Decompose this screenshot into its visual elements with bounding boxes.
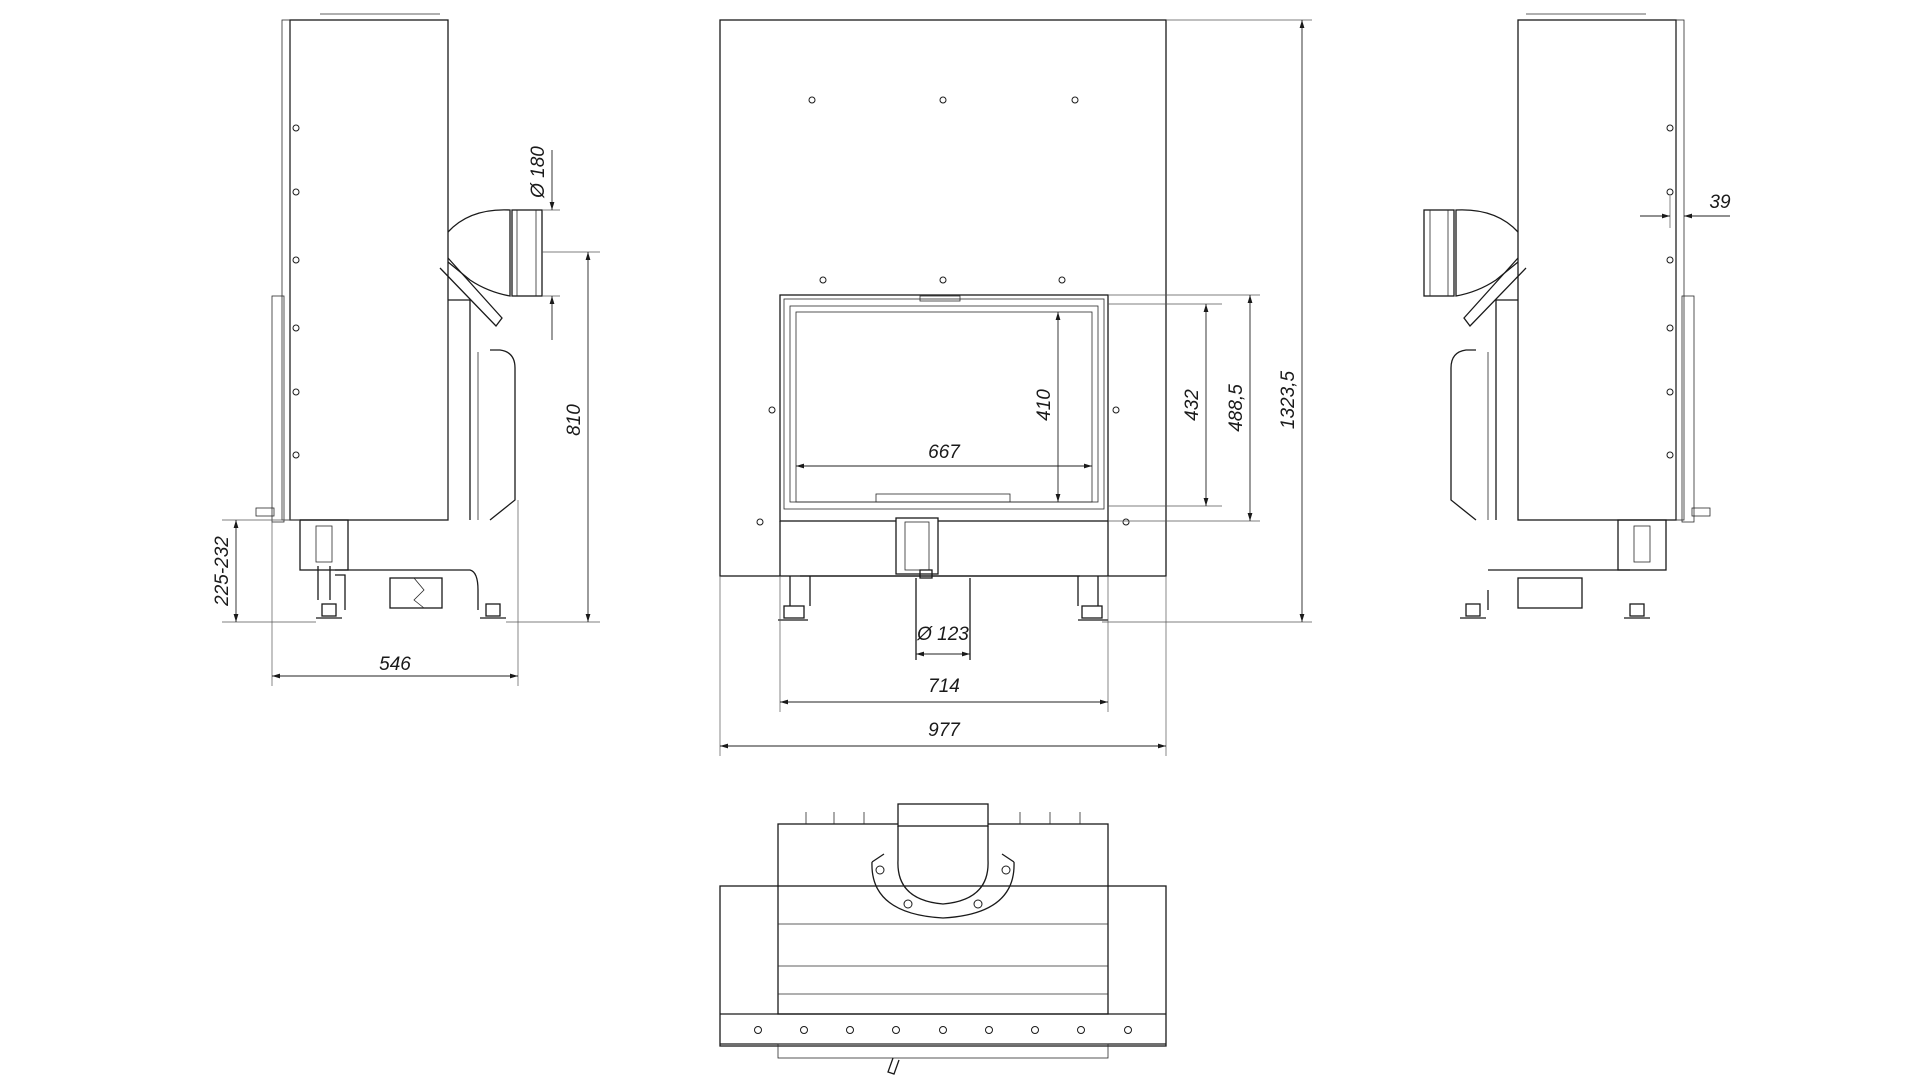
dim-inlet-diameter: Ø 123 [916,624,969,645]
front-view [719,19,1312,756]
dim-outer-height: 488,5 [1226,384,1247,432]
dim-side-leg-height: 225-232 [212,536,233,607]
right-side-view [1423,13,1730,619]
dim-glass-width: 667 [928,442,961,463]
dim-base-width: 714 [928,676,960,697]
dim-side-width: 546 [379,654,411,675]
dim-flue-diameter: Ø 180 [528,146,549,199]
dim-side-height-flue: 810 [564,404,585,436]
dim-total-width: 977 [928,720,961,741]
top-view [719,803,1167,1075]
dim-right-offset: 39 [1709,192,1731,213]
left-side-view [222,13,600,686]
dim-door-height: 432 [1182,389,1203,421]
dim-total-height: 1323,5 [1278,371,1299,430]
dim-glass-height: 410 [1034,389,1055,421]
